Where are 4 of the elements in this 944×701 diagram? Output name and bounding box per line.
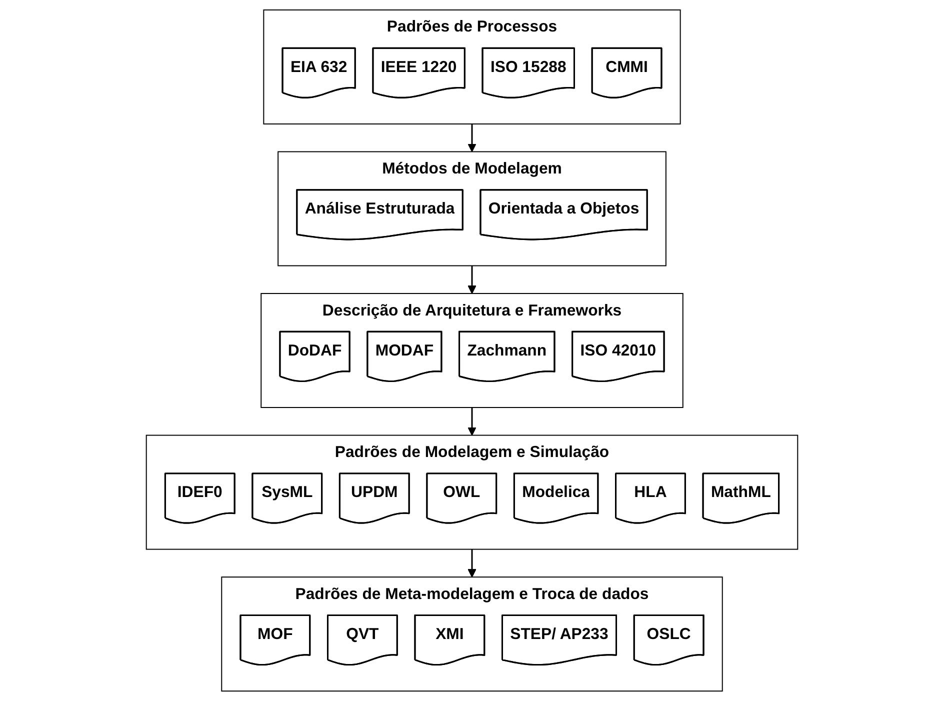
arrow bbox=[468, 266, 476, 294]
arrow bbox=[468, 124, 476, 152]
arrow bbox=[468, 549, 476, 578]
arrow bbox=[468, 408, 476, 436]
